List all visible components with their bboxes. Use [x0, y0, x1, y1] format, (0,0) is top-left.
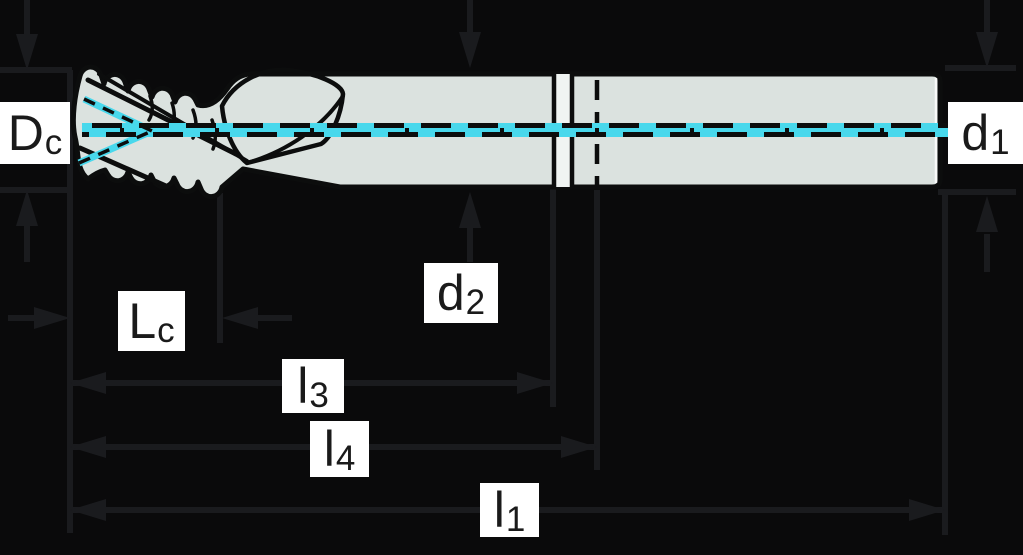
label-l4-main: l: [323, 421, 335, 477]
tool: [70, 64, 943, 200]
label-l4: l 4: [310, 421, 369, 477]
dimension-d2: [459, 0, 481, 262]
dimension-dc: [16, 0, 38, 262]
label-d2-sub: 2: [465, 282, 486, 322]
label-lc-main: L: [128, 293, 157, 349]
label-d2: d 2: [424, 263, 498, 323]
d2-bottom-arrowhead: [459, 192, 481, 228]
flute-inner-curve: [245, 94, 345, 165]
dc-top-arrowhead: [16, 34, 38, 70]
label-l4-sub: 4: [335, 438, 356, 478]
tip-centerline-lower-dashes: [78, 129, 153, 165]
dimension-lc: [8, 307, 292, 329]
extension-lines: [0, 65, 1016, 535]
lc-right-arrowhead: [222, 307, 258, 329]
label-l3-main: l: [297, 358, 309, 414]
label-l3-sub: 3: [309, 375, 329, 415]
l3-left-arrowhead: [70, 372, 106, 394]
d1-top-arrowhead: [976, 32, 998, 68]
serration-marks: [147, 94, 217, 151]
dimension-d1: [976, 0, 998, 272]
label-l3: l 3: [282, 359, 344, 413]
label-d1: d 1: [948, 102, 1023, 164]
label-lc-sub: c: [157, 310, 175, 350]
l1-left-arrowhead: [70, 499, 106, 521]
flute-face-outline: [219, 67, 346, 166]
d1-bottom-arrowhead: [976, 196, 998, 232]
label-d1-main: d: [961, 105, 990, 161]
label-lc: L c: [118, 291, 185, 351]
d2-top-arrowhead: [459, 32, 481, 68]
l4-right-arrowhead: [561, 436, 597, 458]
label-l1-main: l: [493, 482, 505, 538]
label-d1-sub: 1: [990, 122, 1010, 162]
label-dc: D c: [0, 102, 70, 164]
axis-centerline: [77, 95, 948, 167]
lc-left-arrowhead: [34, 307, 70, 329]
label-d2-main: d: [436, 265, 465, 321]
l1-right-arrowhead: [909, 499, 945, 521]
l3-right-arrowhead: [517, 372, 553, 394]
dc-bottom-arrowhead: [16, 190, 38, 226]
label-dc-sub: c: [44, 122, 63, 162]
l4-left-arrowhead: [70, 436, 106, 458]
label-l1: l 1: [480, 483, 539, 537]
label-dc-main: D: [7, 105, 44, 161]
label-l1-sub: 1: [505, 499, 526, 539]
